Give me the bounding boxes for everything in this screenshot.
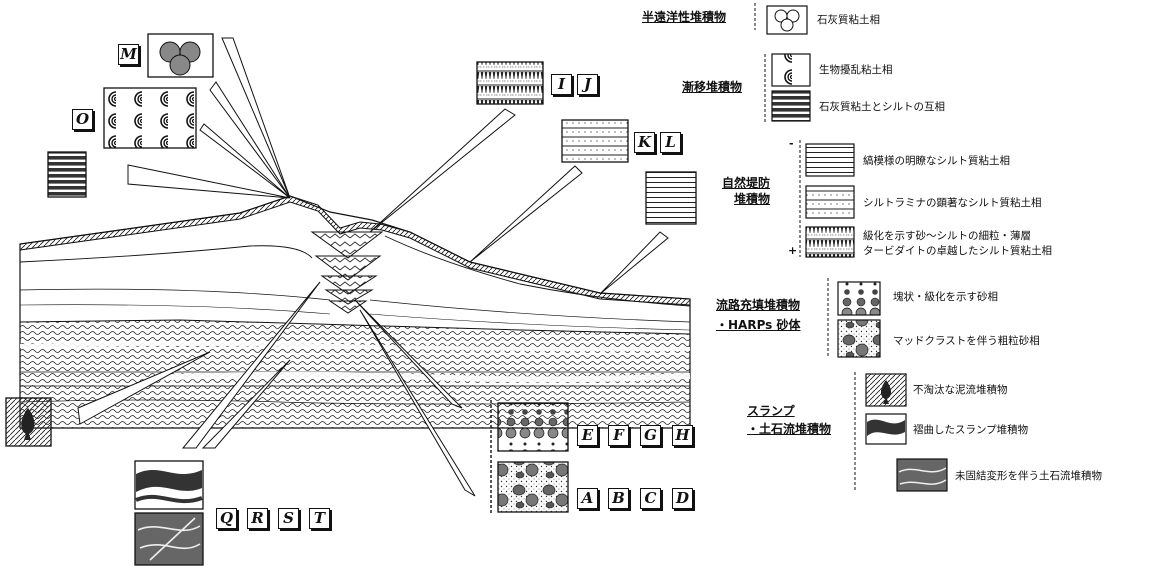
- label-M: M: [118, 44, 139, 65]
- legend-heading-levee-1: 自然堤防: [722, 176, 770, 191]
- legend-item-calcareous-silt-alternation: 石灰質粘土とシルトの互相: [819, 100, 945, 114]
- legend-item-graded-sand: 塊状・級化を示す砂相: [893, 290, 998, 304]
- icon-O-bioturbated: [104, 88, 196, 148]
- legend-item-silt-lamina-clay: シルトラミナの顕著なシルト質粘土相: [863, 196, 1042, 210]
- legend-heading-slump-2: ・土石流堆積物: [747, 422, 831, 437]
- legend-item-turbidite-clay-2: タービダイトの卓越したシルト質粘土相: [863, 244, 1052, 258]
- legend-heading-slump-1: スランプ: [747, 404, 795, 419]
- label-G: G: [640, 425, 661, 446]
- label-J: J: [577, 74, 598, 95]
- legend-sign-minus: -: [789, 137, 794, 150]
- legend-item-debris-flow: 未固結変形を伴う土石流堆積物: [955, 469, 1102, 483]
- legend-heading-transitional: 漸移堆積物: [682, 80, 742, 95]
- icon-EFGH-graded-sand: [498, 403, 568, 451]
- label-S: S: [278, 508, 299, 529]
- icon-M-calcareous: [148, 34, 213, 77]
- legend-item-folded-slump: 褶曲したスランプ堆積物: [913, 423, 1028, 437]
- icon-IJ-turbidite: [477, 62, 543, 104]
- label-T: T: [309, 508, 330, 529]
- icon-ABCD-coarse-sand: [498, 462, 568, 512]
- icon-mudflow: [6, 398, 51, 446]
- label-H: H: [672, 425, 693, 446]
- legend-item-bioturbated-clay: 生物擾乱粘土相: [819, 63, 893, 77]
- legend-heading-channel-2: ・HARPs 砂体: [716, 318, 800, 333]
- label-C: C: [640, 488, 661, 509]
- icon-striped-silty-clay: [646, 172, 696, 224]
- label-Q: Q: [216, 508, 237, 529]
- legend-item-calcareous-clay: 石灰質粘土相: [817, 13, 880, 27]
- label-A: A: [577, 488, 598, 509]
- label-B: B: [608, 488, 629, 509]
- legend-item-coarse-sand-mudclast: マッドクラストを伴う粗粒砂相: [893, 334, 1040, 348]
- label-K: K: [634, 132, 655, 153]
- label-O: O: [72, 109, 93, 130]
- label-I: I: [551, 74, 572, 95]
- label-R: R: [247, 508, 268, 529]
- label-D: D: [672, 488, 693, 509]
- legend-heading-channel-1: 流路充填堆積物: [716, 298, 800, 313]
- legend-heading-levee-2: 堆積物: [734, 192, 770, 207]
- label-E: E: [577, 425, 598, 446]
- label-L: L: [660, 132, 681, 153]
- label-F: F: [608, 425, 629, 446]
- icon-KL-laminated: [562, 120, 628, 162]
- legend-heading-hemipelagic: 半遠洋性堆積物: [642, 10, 726, 25]
- legend-item-striped-silty-clay: 縞模様の明瞭なシルト質粘土相: [863, 154, 1010, 168]
- legend-sign-plus: +: [788, 244, 797, 257]
- legend-item-mudflow: 不淘汰な泥流堆積物: [913, 383, 1008, 397]
- legend-item-turbidite-clay-1: 級化を示す砂～シルトの細粒・薄層: [863, 229, 1031, 243]
- icon-QRST-slump: [135, 461, 203, 565]
- icon-alternating-calcareous-silt: [48, 152, 86, 197]
